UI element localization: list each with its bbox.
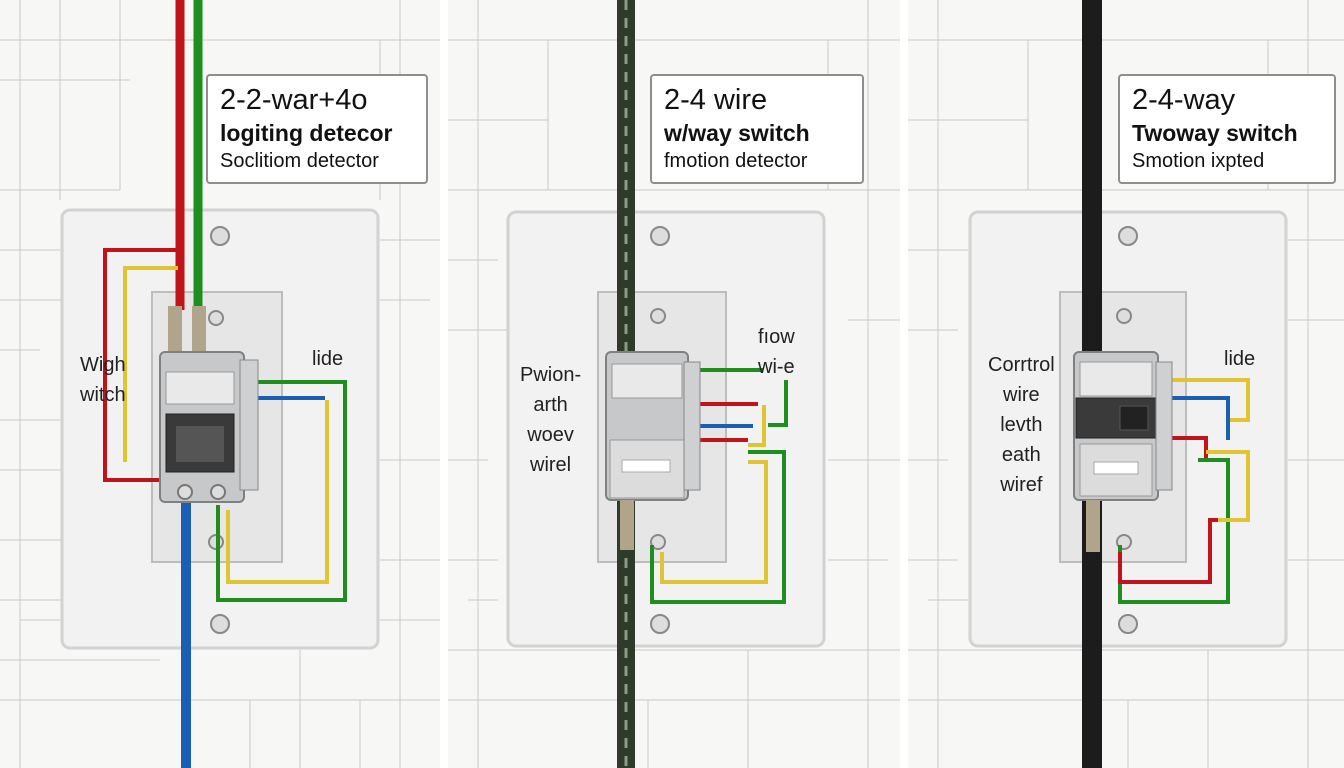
yellow-wire [1166,378,1250,422]
title-line-1: 2-4-way [1132,84,1236,116]
screw [1116,308,1132,324]
screw [210,226,230,246]
sensor-window [1079,443,1153,497]
terminal-strip [1155,361,1173,491]
title-box-middle: 2-4 wire w/way switch fmotion detector [650,74,864,184]
green-loop [650,450,786,604]
screw [210,614,230,634]
yellow-loop-2 [226,400,329,584]
connector [168,306,182,352]
panel-right: 2-4-way Twoway switch Smotion ixpted Cor… [908,0,1344,768]
yellow-loop [660,460,768,584]
screw [1118,226,1138,246]
side-label-left: Corrtrol wire levth eath wiref [988,354,1055,496]
panel-divider [900,0,908,768]
sensor-led [621,459,671,473]
screw [208,310,224,326]
yellow-short [748,405,766,447]
side-label-left: Wigh witch [80,354,126,406]
terminal-screw [177,484,193,500]
blue-wire [1166,396,1230,440]
green-loop [216,380,347,602]
yellow-loop [1206,450,1250,522]
screw [1118,614,1138,634]
wiring-diagram-left [0,0,440,768]
terminal-screw [210,484,226,500]
side-label-right: lide [312,348,344,370]
title-box-right: 2-4-way Twoway switch Smotion ixpted [1118,74,1336,184]
wiring-diagram-middle [448,0,900,768]
sensor-led [1093,461,1139,475]
switch-button [1119,405,1149,431]
connector [1086,500,1100,552]
screw [650,614,670,634]
panel-left: 2-2-war+4o logiting detecor Soclitiom de… [0,0,440,768]
title-line-3: fmotion detector [664,150,808,172]
title-line-2: w/way switch [664,120,810,146]
title-line-3: Soclitiom detector [220,150,379,172]
screw [650,308,666,324]
title-line-2: logiting detecor [220,120,393,146]
panel-divider [440,0,448,768]
title-line-2: Twoway switch [1132,120,1298,146]
side-label-left: Pwion- arth woev wirel [520,364,582,476]
switch-button [176,426,224,462]
panel-middle: 2-4 wire w/way switch fmotion detector P… [448,0,900,768]
device-label [165,371,235,405]
title-line-1: 2-2-war+4o [220,84,368,116]
side-label-right: lide [1224,348,1256,370]
connector [192,306,206,352]
red-loop [1118,518,1218,584]
title-box-left: 2-2-war+4o logiting detecor Soclitiom de… [206,74,428,184]
title-line-1: 2-4 wire [664,84,768,116]
device-label [1079,361,1153,397]
terminal-strip [683,361,701,491]
title-line-3: Smotion ixpted [1132,150,1265,172]
side-label-right: fıow wi-e [758,326,795,378]
yellow-loop [123,266,178,462]
screw [650,226,670,246]
screw [650,534,666,550]
device-label [611,363,683,399]
blueprint-grid [0,0,440,768]
green-short [768,380,788,427]
blueprint-grid [448,0,900,768]
red-loop [103,248,180,482]
wiring-diagram-right [908,0,1344,768]
connector [620,500,634,550]
terminal-strip [239,359,259,491]
